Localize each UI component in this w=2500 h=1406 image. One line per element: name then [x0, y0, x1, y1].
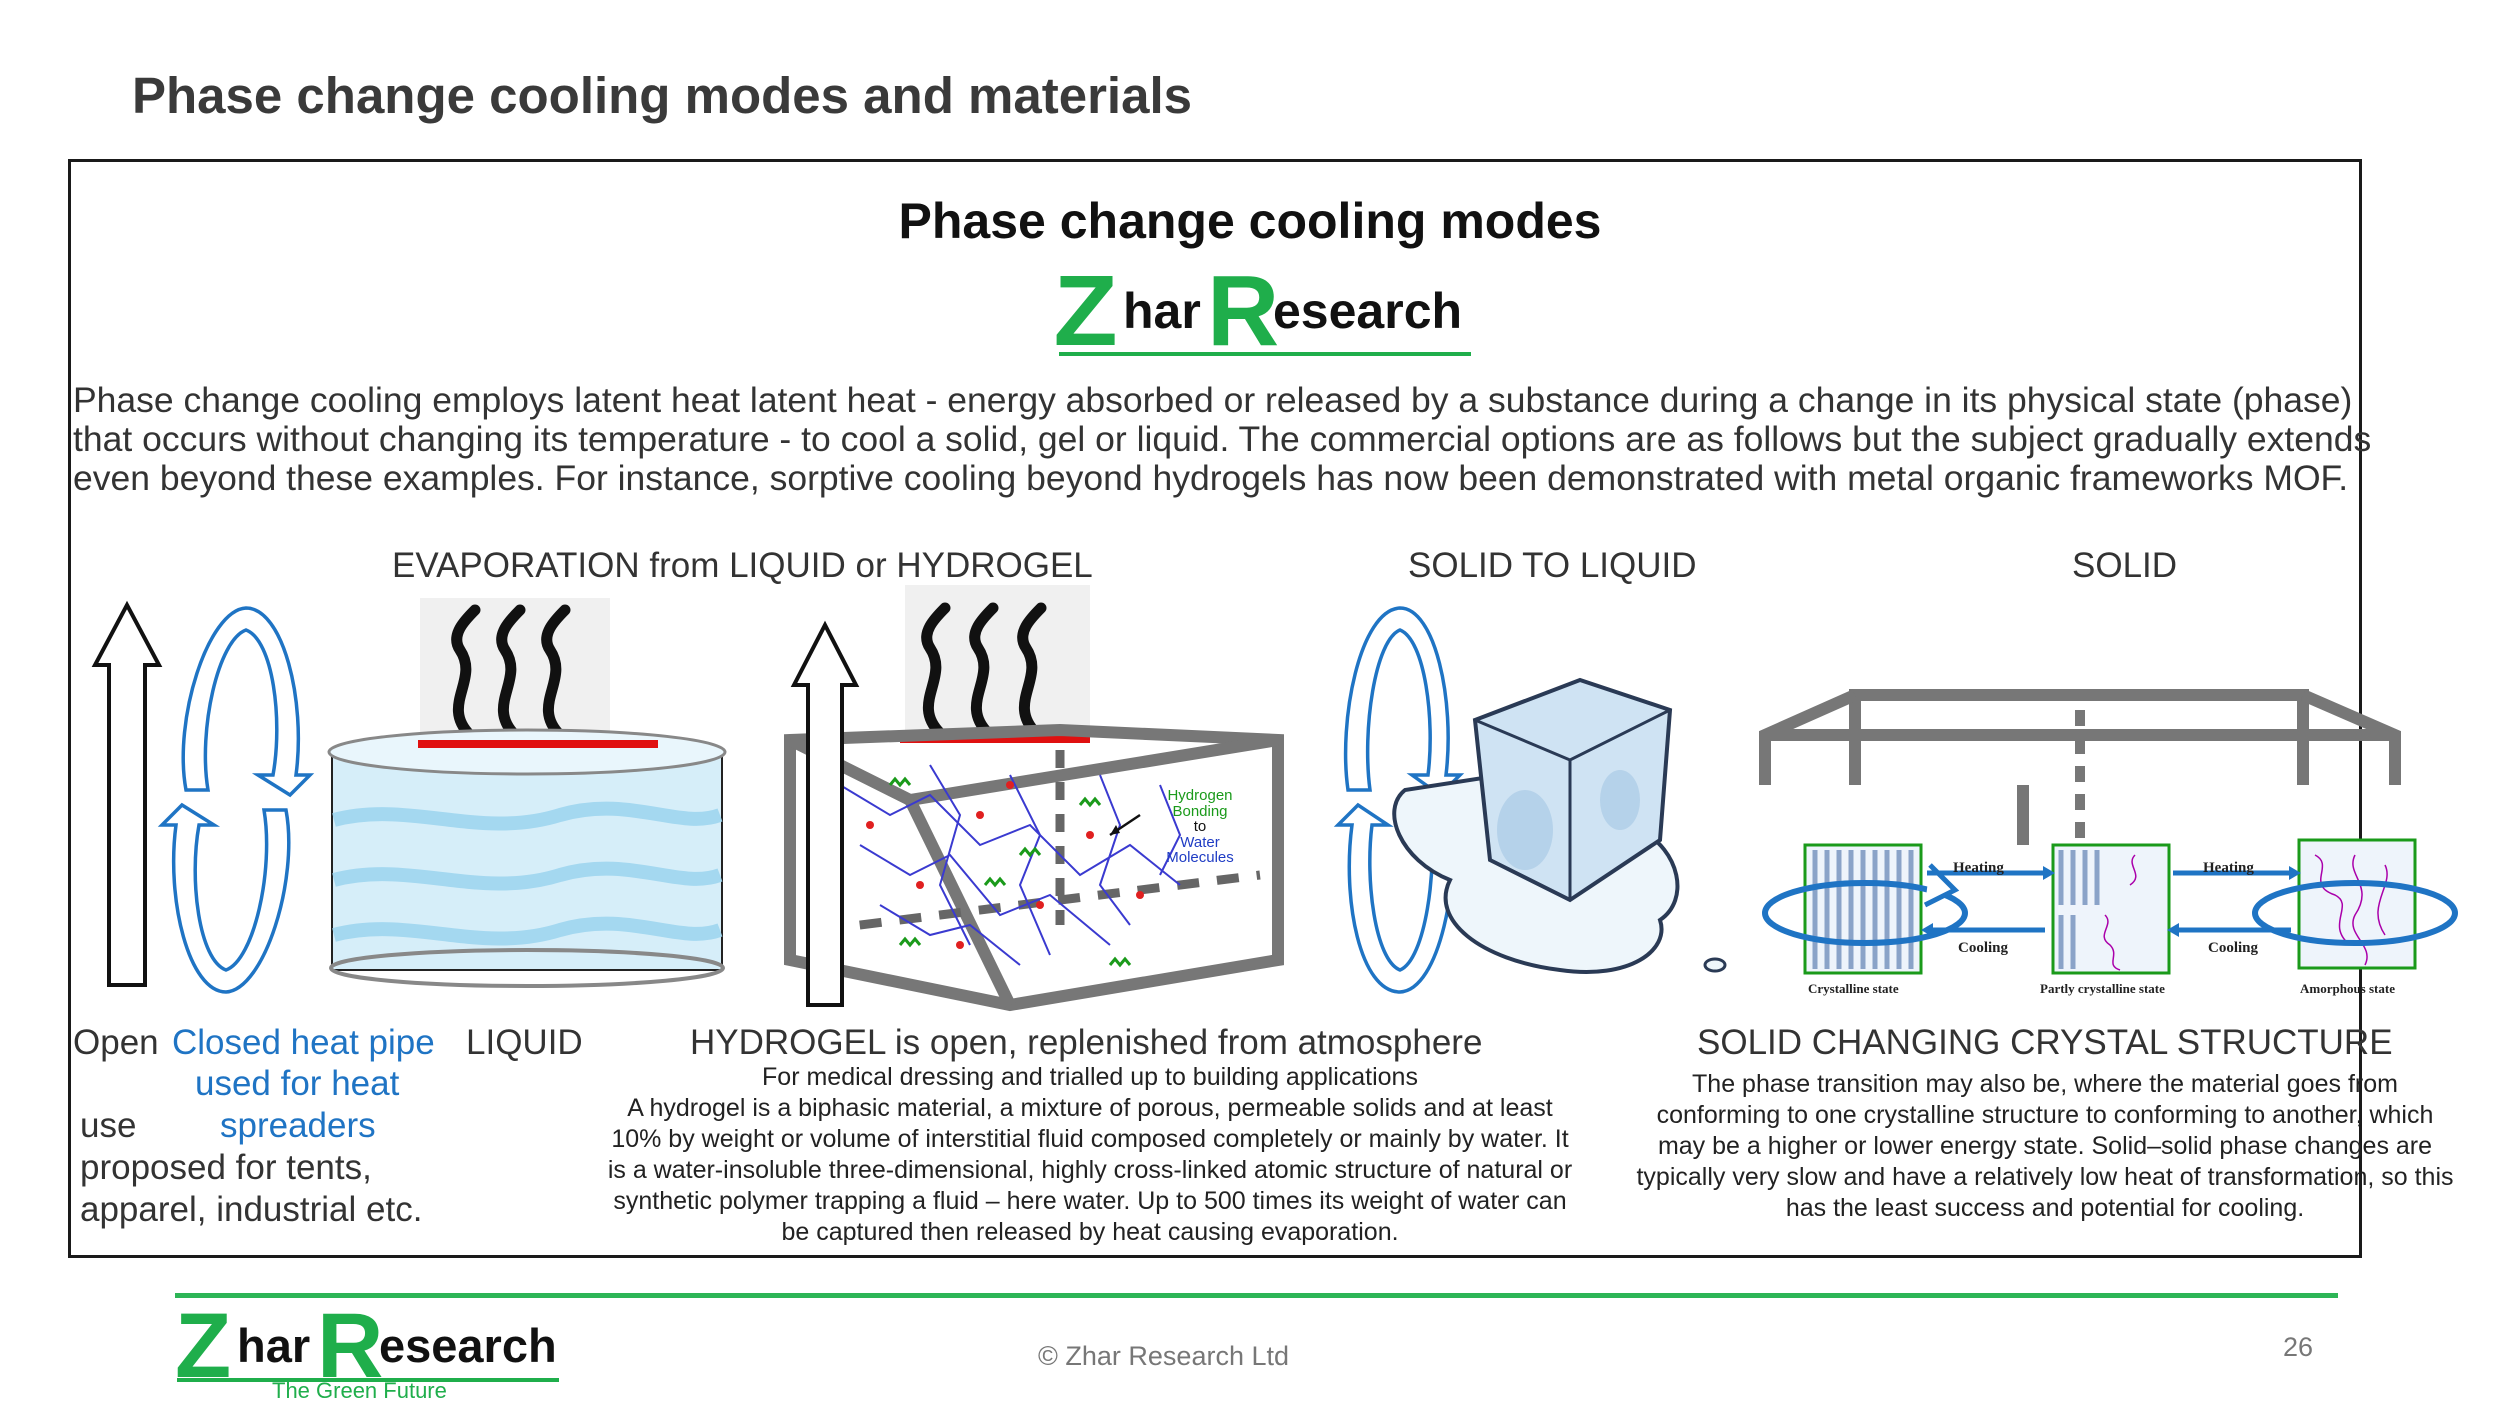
logo-letter-z: Z — [1053, 255, 1118, 367]
solid-heading: SOLID — [2072, 546, 2178, 585]
liquid-label: LIQUID — [466, 1023, 583, 1062]
cooling-label-2: Cooling — [2208, 940, 2259, 956]
open-desc-line-2: apparel, industrial etc. — [80, 1190, 423, 1229]
closed-heat-pipe-label: Closed heat pipe — [172, 1023, 435, 1062]
intro-paragraph: Phase change cooling employs latent heat… — [73, 380, 2372, 498]
solid-to-liquid-heading: SOLID TO LIQUID — [1408, 546, 1697, 585]
hb-label-line-4: Water — [1180, 833, 1220, 851]
cooling-label-1: Cooling — [1958, 940, 2009, 956]
footer-tagline: The Green Future — [272, 1378, 447, 1403]
zhar-research-logo: Z har R esearch — [1053, 255, 1475, 367]
open-label: Open — [73, 1023, 159, 1062]
liquid-tank-illustration — [327, 590, 730, 988]
used-for-heat-label: used for heat — [195, 1064, 400, 1103]
crystal-heading: SOLID CHANGING CRYSTAL STRUCTURE — [1697, 1023, 2393, 1062]
spreaders-label: spreaders — [220, 1106, 376, 1145]
content-frame — [68, 159, 2362, 1258]
closed-loop-arrows-icon — [157, 606, 315, 994]
hb-label-line-1: Hydrogen — [1167, 787, 1233, 804]
amorphous-state-label: Amorphous state — [2300, 981, 2395, 996]
footer-logo-letter-z: Z — [175, 1295, 232, 1397]
slide-title: Phase change cooling modes and materials — [132, 67, 1192, 124]
hb-label-line-5: Molecules — [1166, 849, 1234, 866]
logo-letter-r: R — [1207, 255, 1280, 367]
heating-label-1: Heating — [1953, 860, 2004, 876]
logo-underline — [1059, 352, 1471, 356]
crystal-structure-illustration — [1759, 689, 2458, 975]
footer-divider — [175, 1293, 2338, 1298]
page-number: 26 — [2283, 1332, 2314, 1362]
hb-label-line-3: to — [1193, 818, 1207, 835]
logo-text-har: har — [1123, 283, 1201, 339]
footer-logo-text-esearch: esearch — [379, 1319, 557, 1372]
hydrogel-heading: HYDROGEL is open, replenished from atmos… — [690, 1023, 1483, 1062]
partly-crystalline-label: Partly crystalline state — [2040, 981, 2165, 996]
hydrogel-subheading: For medical dressing and trialled up to … — [762, 1063, 1418, 1091]
crystalline-state-label: Crystalline state — [1808, 981, 1899, 996]
hydrogen-bonding-label: Hydrogen Bonding to Water Molecules — [1155, 788, 1245, 866]
copyright-text: © Zhar Research Ltd — [1038, 1341, 1290, 1371]
box-title: Phase change cooling modes — [898, 193, 1602, 249]
logo-text-esearch: esearch — [1273, 283, 1463, 339]
crystal-body: The phase transition may also be, where … — [1636, 1070, 2454, 1222]
melting-ice-illustration — [1333, 606, 1727, 994]
use-label: use — [80, 1106, 137, 1145]
hydrogel-up-arrow-icon — [790, 620, 860, 1007]
open-up-arrow-icon — [91, 600, 163, 987]
evaporation-heading: EVAPORATION from LIQUID or HYDROGEL — [392, 546, 1093, 585]
heating-label-2: Heating — [2203, 860, 2254, 876]
footer-logo: Z har R esearch — [175, 1295, 565, 1397]
hydrogel-body: A hydrogel is a biphasic material, a mix… — [607, 1094, 1573, 1246]
footer-logo-underline — [177, 1378, 559, 1382]
footer-logo-text-har: har — [237, 1319, 311, 1372]
open-desc-line-1: proposed for tents, — [80, 1148, 372, 1187]
hb-label-line-2: Bonding — [1172, 802, 1228, 820]
